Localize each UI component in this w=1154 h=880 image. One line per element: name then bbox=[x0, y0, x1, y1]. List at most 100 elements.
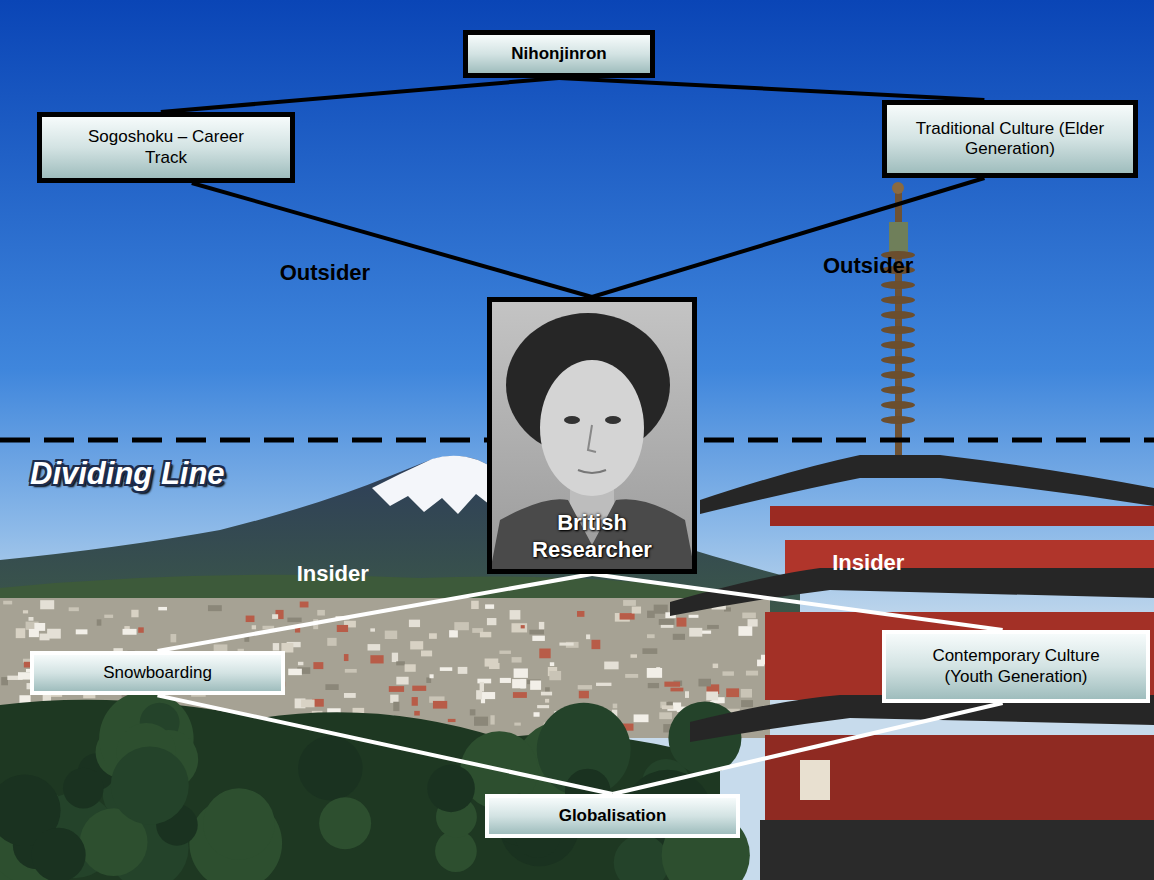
researcher-photo bbox=[490, 300, 695, 572]
city-building bbox=[288, 669, 302, 675]
city-building bbox=[396, 661, 405, 665]
node-label: Snowboarding bbox=[103, 663, 212, 683]
pagoda-roof bbox=[700, 455, 1154, 514]
pagoda bbox=[670, 182, 1154, 880]
city-building bbox=[741, 700, 753, 707]
city-building bbox=[541, 692, 552, 696]
city-building bbox=[429, 674, 433, 678]
spire-ring bbox=[881, 341, 915, 349]
city-building bbox=[623, 600, 636, 606]
tree-clumps bbox=[0, 691, 750, 880]
spire-ring bbox=[881, 401, 915, 409]
connector-line bbox=[559, 78, 984, 100]
divider-label: Dividing Line bbox=[30, 456, 225, 492]
city-building bbox=[448, 719, 456, 722]
city-building bbox=[454, 622, 469, 630]
tree-clump bbox=[111, 746, 189, 824]
city-building bbox=[545, 699, 549, 703]
city-building bbox=[426, 677, 431, 683]
connector-line bbox=[158, 574, 593, 651]
city-building bbox=[500, 678, 511, 683]
city-building bbox=[409, 620, 420, 627]
city-building bbox=[596, 683, 611, 686]
spire-ring bbox=[881, 371, 915, 379]
city-building bbox=[632, 607, 641, 614]
city-building bbox=[625, 674, 638, 678]
city-building bbox=[578, 685, 592, 689]
city-building bbox=[390, 695, 398, 703]
city-building bbox=[396, 677, 408, 685]
city-building bbox=[16, 628, 26, 638]
spire-ornament bbox=[889, 222, 908, 252]
city-building bbox=[559, 643, 573, 646]
city-building bbox=[706, 692, 718, 701]
city-building bbox=[707, 625, 719, 629]
city-building bbox=[287, 618, 301, 623]
city-building bbox=[325, 684, 338, 690]
city-building bbox=[123, 629, 137, 635]
city-building bbox=[485, 604, 494, 608]
spire-top bbox=[892, 182, 904, 194]
city-building bbox=[1, 677, 8, 685]
city-building bbox=[513, 692, 527, 698]
connector-line bbox=[192, 183, 592, 297]
node-label: Traditional Culture (Elder Generation) bbox=[910, 119, 1110, 160]
city-building bbox=[440, 667, 452, 671]
city-building bbox=[490, 715, 494, 724]
city-building bbox=[97, 619, 102, 625]
city-building bbox=[659, 712, 672, 719]
city-building bbox=[433, 701, 447, 709]
city-building bbox=[591, 640, 600, 649]
node-label: British Researcher bbox=[502, 510, 682, 563]
edge-label: Insider bbox=[832, 550, 904, 576]
city-building bbox=[3, 601, 12, 605]
city-building bbox=[370, 655, 383, 663]
city-building bbox=[458, 667, 468, 674]
spire-ring bbox=[881, 281, 915, 289]
city-building bbox=[662, 705, 673, 709]
city-building bbox=[429, 633, 437, 639]
node-label: Sogoshoku – Career Track bbox=[76, 127, 256, 168]
spire-ring bbox=[881, 356, 915, 364]
city-building bbox=[647, 634, 655, 638]
city-building bbox=[487, 618, 496, 625]
city-building bbox=[480, 682, 484, 692]
eye bbox=[605, 416, 621, 424]
tree-clump bbox=[63, 768, 104, 809]
city-building bbox=[405, 664, 416, 671]
city-building bbox=[664, 682, 680, 687]
edge-label: Outsider bbox=[280, 260, 370, 286]
city-building bbox=[131, 610, 138, 618]
city-building bbox=[171, 634, 177, 642]
city-building bbox=[368, 644, 381, 650]
city-building bbox=[317, 610, 325, 616]
city-building bbox=[345, 669, 357, 673]
city-building bbox=[512, 657, 522, 662]
city-building bbox=[537, 705, 549, 708]
city-building bbox=[534, 712, 540, 716]
city-building bbox=[412, 697, 418, 706]
connector-line bbox=[161, 78, 559, 112]
concept-box: Snowboarding bbox=[30, 651, 285, 695]
city-building bbox=[300, 602, 309, 608]
city-building bbox=[272, 614, 278, 619]
city-building bbox=[389, 686, 404, 692]
concept-box: Globalisation bbox=[485, 794, 740, 838]
node-label: Contemporary Culture (Youth Generation) bbox=[916, 646, 1116, 687]
city-building bbox=[550, 662, 554, 666]
city-building bbox=[298, 662, 303, 665]
photo-ground bbox=[490, 300, 695, 572]
spire-ring bbox=[881, 311, 915, 319]
city-building bbox=[673, 634, 685, 640]
city-building bbox=[392, 653, 398, 662]
city-building bbox=[647, 611, 655, 618]
city-building bbox=[634, 714, 649, 722]
city-building bbox=[514, 668, 528, 677]
concept-box: Nihonjinron bbox=[463, 30, 655, 78]
city-building bbox=[521, 625, 525, 628]
city-building bbox=[642, 648, 657, 654]
city-building bbox=[647, 668, 662, 678]
city-building bbox=[539, 649, 550, 659]
city-building bbox=[511, 623, 527, 632]
